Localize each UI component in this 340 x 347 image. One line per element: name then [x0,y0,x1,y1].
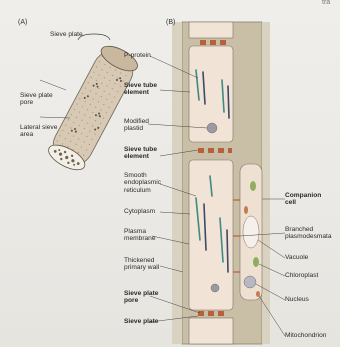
label-modified-plastid: Modified plastid [124,118,149,133]
label-sieve-tube-element-2: Sieve tube element [124,146,157,161]
label-vacuole: Vacuole [285,254,308,261]
label-plasma-membrane: Plasma membrane [124,228,156,243]
label-smooth-er: Smooth endoplasmic reticulum [124,172,161,194]
panel-b-illustration [148,22,285,344]
label-p-protein: P-protein [124,52,151,59]
label-sieve-plate-a: Sieve plate [50,31,83,38]
label-sieve-plate-b: Sieve plate [124,318,158,325]
label-lateral-sieve-area: Lateral sieve area [20,124,57,139]
panel-a-tag: (A) [18,19,27,26]
label-branched-plasmodesmata: Branched plasmodesmata [285,226,332,241]
label-sieve-plate-pore-b: Sieve plate pore [124,290,158,305]
label-cytoplasm: Cytoplasm [124,208,155,215]
label-chloroplast: Chloroplast [285,272,318,279]
label-thickened-primary-wall: Thickened primary wall [124,257,159,272]
panel-b-tag: (B) [166,19,175,26]
label-companion-cell: Companion cell [285,192,321,207]
label-mitochondrion: Mitochondrion [285,332,326,339]
label-sieve-plate-pore-a: Sieve plate pore [20,92,53,107]
label-nucleus: Nucleus [285,296,309,303]
label-sieve-tube-element-1: Sieve tube element [124,82,157,97]
